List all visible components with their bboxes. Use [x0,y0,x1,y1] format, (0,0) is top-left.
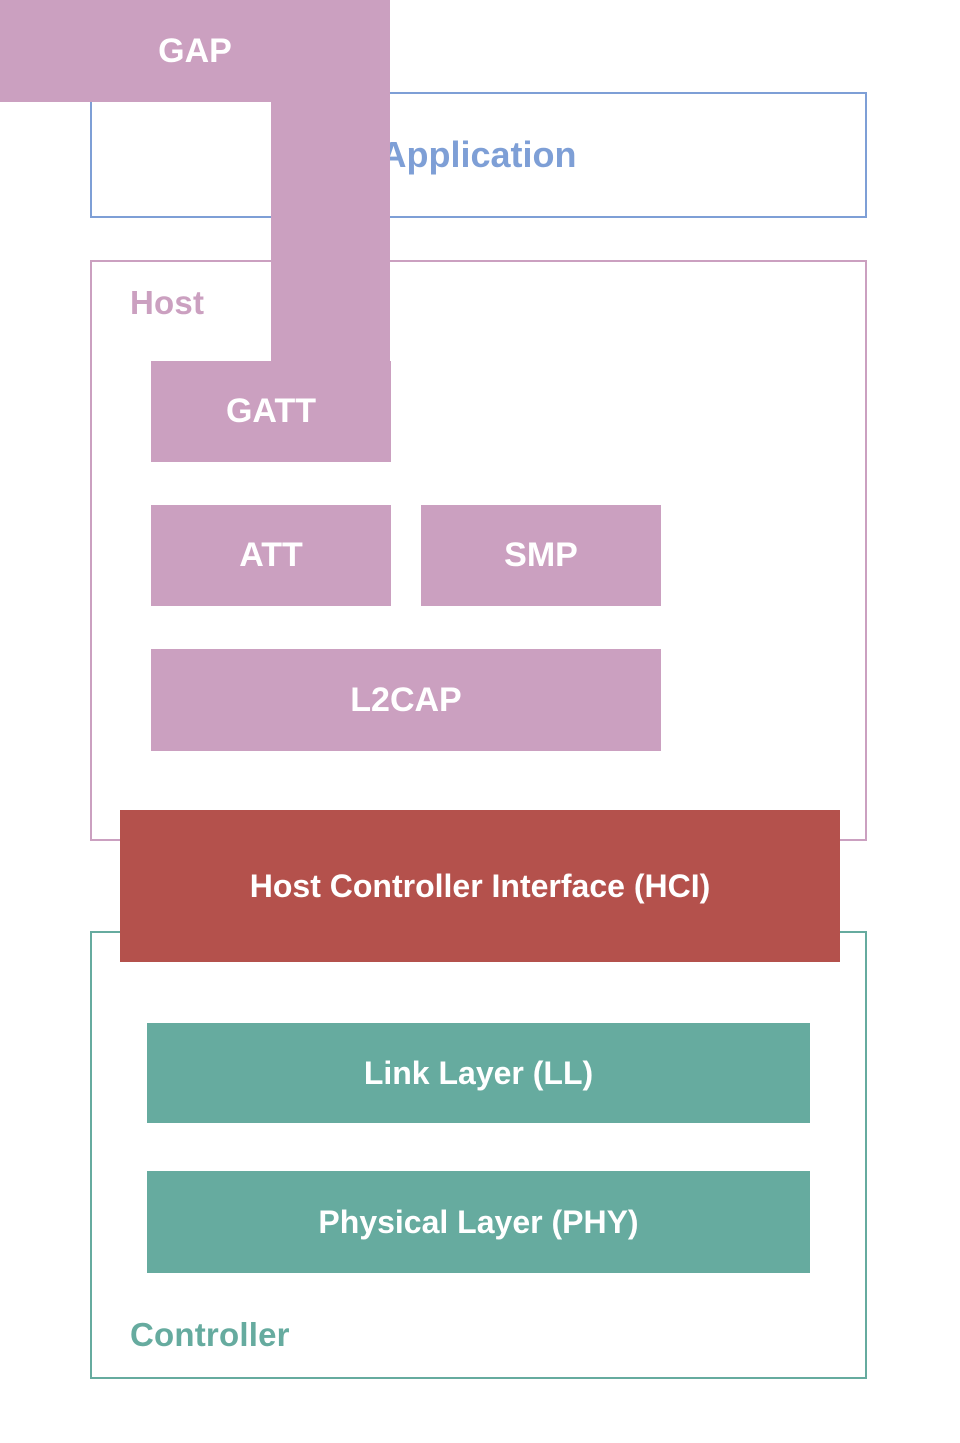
host-controller-interface-block: Host Controller Interface (HCI) [120,810,840,962]
host-block-att: ATT [151,505,391,606]
application-layer-box [90,92,867,218]
controller-layer-box [90,931,867,1379]
host-block-gap-label: GAP [158,31,232,70]
host-block-smp: SMP [421,505,661,606]
controller-block-link-layer: Link Layer (LL) [147,1023,810,1123]
controller-layer-title: Controller [130,1316,290,1353]
application-layer-label: Application [380,134,577,175]
host-layer-title: Host [130,284,205,321]
host-block-gap: GAP [0,0,390,390]
host-block-l2cap: L2CAP [151,649,661,751]
controller-block-physical-layer: Physical Layer (PHY) [147,1171,810,1273]
